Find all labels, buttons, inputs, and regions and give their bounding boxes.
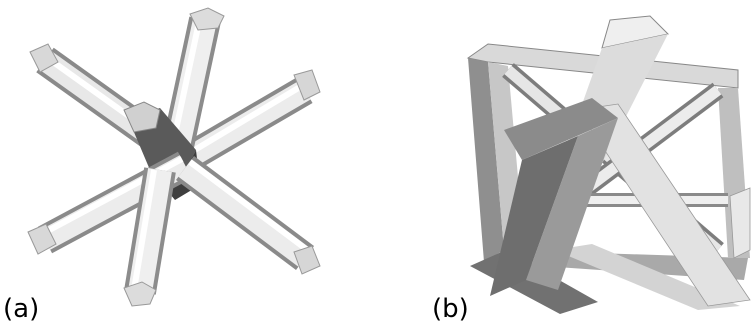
lattice-a-illustration bbox=[27, 7, 321, 307]
strut-bottom bbox=[123, 167, 176, 307]
front-cross-bar bbox=[470, 98, 751, 314]
panel-a-label: (a) bbox=[3, 294, 40, 324]
lattice-b-illustration bbox=[466, 15, 751, 314]
strut-lower-right bbox=[176, 156, 321, 275]
figure-panel-a: (a) bbox=[3, 7, 321, 324]
panel-b-label: (b) bbox=[432, 294, 469, 324]
strut-upper-right bbox=[177, 69, 321, 173]
figure-panel-b: (b) bbox=[378, 0, 756, 331]
